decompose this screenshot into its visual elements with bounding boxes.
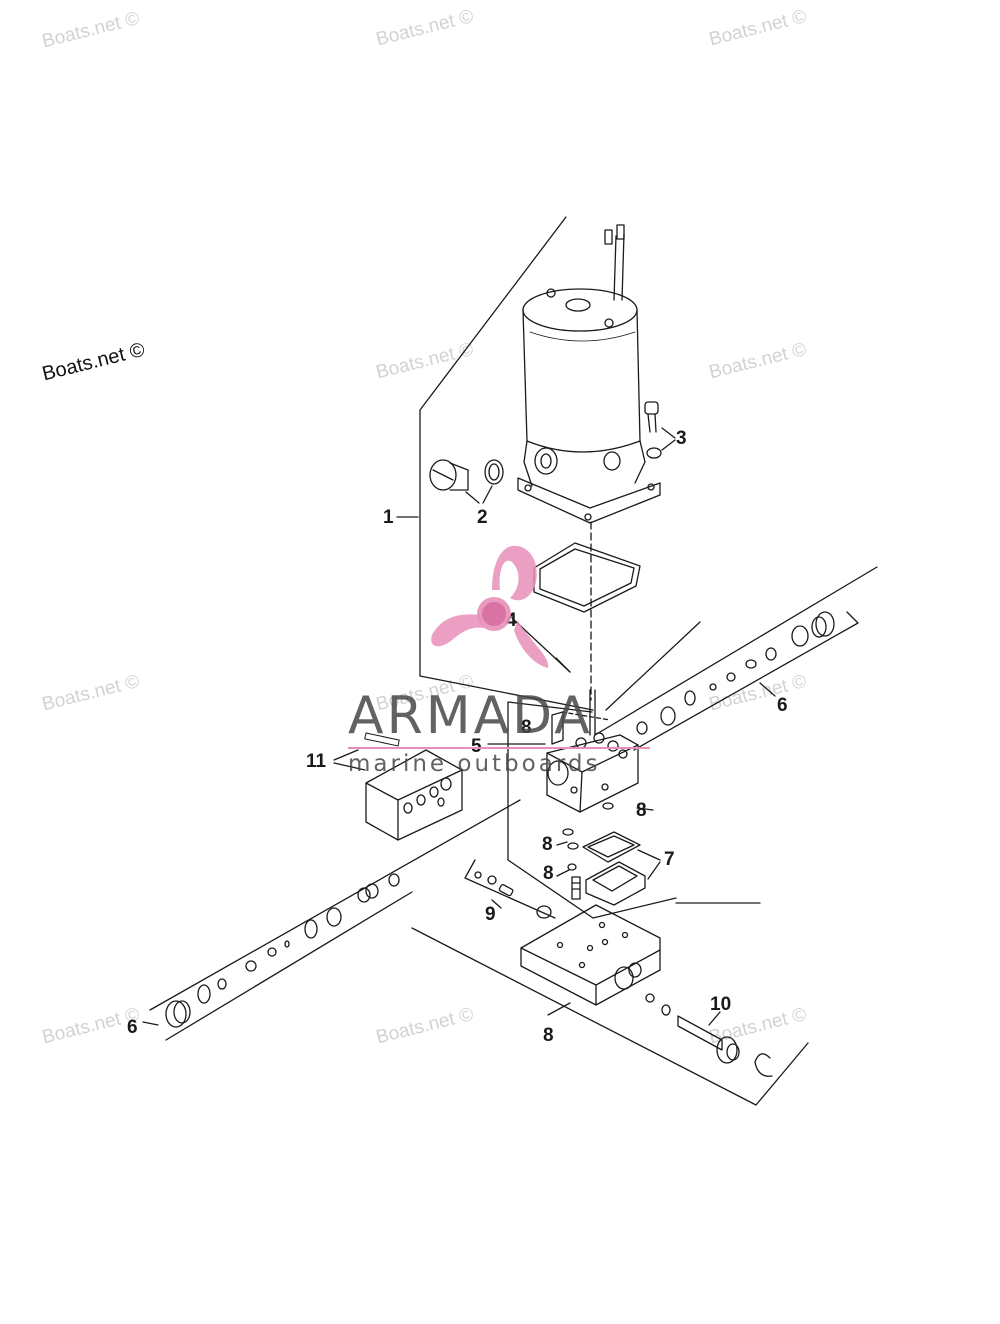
fill-plug [429, 459, 504, 504]
assembly-bracket-1 [419, 216, 761, 919]
brand-tagline: marine outboards [348, 751, 601, 777]
screw-and-washer [644, 401, 676, 459]
valve-body [487, 621, 701, 813]
valve-strip-left [142, 799, 521, 1041]
callout-5: 5 [471, 736, 482, 757]
valve-block [333, 732, 463, 841]
lower-strip-bracket [411, 859, 809, 1106]
pump-motor [517, 224, 661, 524]
valve-strip-right [594, 566, 878, 751]
cover-and-seals [556, 802, 661, 906]
callout-2: 2 [477, 507, 488, 528]
callout-4: 4 [506, 610, 517, 631]
callout-7: 7 [664, 849, 675, 870]
callout-1: 1 [383, 507, 394, 528]
callout-6-left: 6 [127, 1017, 138, 1038]
manifold-base [520, 904, 661, 1006]
callout-6-right: 6 [777, 695, 788, 716]
callout-8: 8 [521, 717, 532, 738]
gasket [511, 521, 641, 701]
callout-9: 9 [485, 904, 496, 925]
callout-8: 8 [542, 834, 553, 855]
callout-8: 8 [636, 800, 647, 821]
callout-3: 3 [676, 428, 687, 449]
brand-name: ARMADA [348, 686, 593, 746]
callout-10: 10 [710, 994, 731, 1015]
callout-11: 11 [306, 751, 327, 772]
shaft-and-clip [547, 993, 773, 1077]
callout-8: 8 [543, 1025, 554, 1046]
callout-8: 8 [543, 863, 554, 884]
